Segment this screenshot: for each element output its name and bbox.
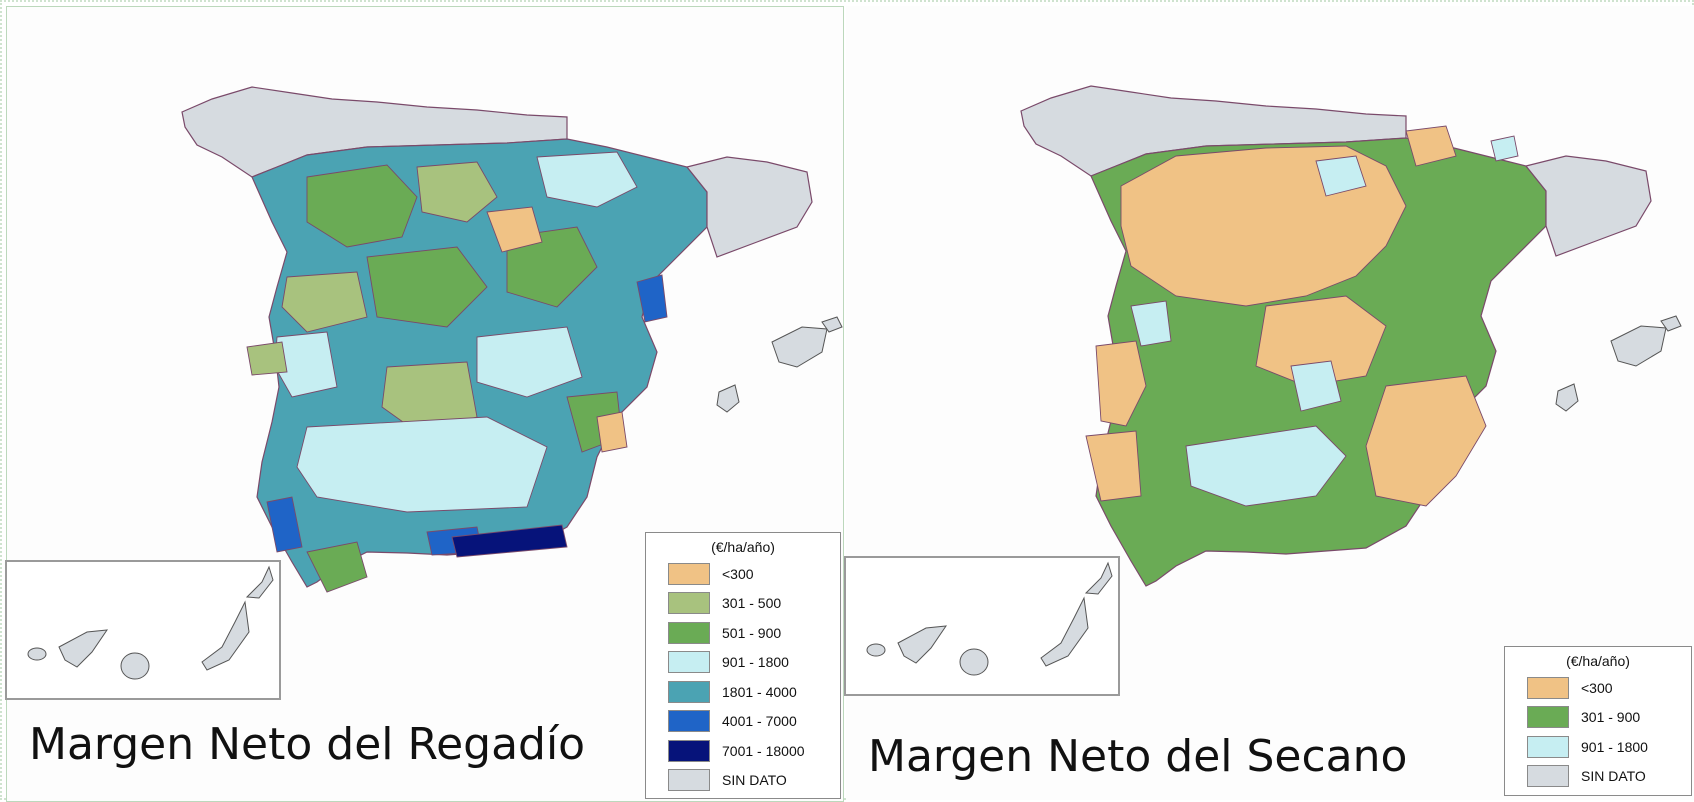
- ibiza: [1555, 383, 1579, 412]
- legend-unit: (€/ha/año): [711, 539, 775, 555]
- catalonia-region: [1524, 155, 1652, 257]
- legend-swatch: [668, 710, 710, 733]
- balearic-islands-secano: [1555, 315, 1682, 412]
- zone-olive-1: [416, 161, 498, 223]
- legend-items: <300 301 - 500 501 - 900 901 - 1800 1801 - 4…: [646, 559, 840, 795]
- canary-islands-inset-secano: [844, 556, 1120, 696]
- mallorca: [771, 326, 828, 368]
- legend-label: <300: [722, 565, 754, 582]
- legend-swatch: [668, 562, 710, 585]
- zone-light-2: [476, 326, 583, 398]
- peninsula-regadio: [181, 86, 813, 593]
- zone-peach-2: [596, 411, 628, 453]
- map-panel-regadio: (€/ha/año) <300 301 - 500 501 - 900 901 - 1…: [5, 6, 844, 802]
- zone-light-north: [1315, 155, 1367, 197]
- map-title: Margen Neto del Secano: [868, 731, 1408, 782]
- zone-green-1: [306, 164, 418, 248]
- zone-light-center: [1290, 360, 1342, 412]
- menorca: [821, 316, 843, 333]
- zone-peach-central: [1255, 295, 1387, 387]
- legend-item: 301 - 900: [1505, 703, 1691, 733]
- legend-regadio: (€/ha/año) <300 301 - 500 501 - 900 901 - 1…: [645, 532, 841, 799]
- zone-olive-4: [246, 341, 288, 376]
- legend-item: 301 - 500: [646, 589, 840, 619]
- legend-swatch: [668, 739, 710, 762]
- legend-item: SIN DATO: [1505, 762, 1691, 792]
- legend-label: 501 - 900: [722, 624, 782, 641]
- legend-item: <300: [646, 559, 840, 589]
- legend-label: 301 - 900: [1581, 709, 1641, 726]
- legend-label: 4001 - 7000: [722, 713, 797, 730]
- legend-swatch: [1527, 706, 1569, 729]
- legend-item: 501 - 900: [646, 618, 840, 648]
- zone-peach-east: [1365, 375, 1487, 507]
- catalonia-region: [685, 156, 813, 258]
- zone-green-2: [366, 246, 488, 328]
- zone-navy-1: [451, 524, 568, 558]
- map-regadio: [181, 86, 843, 593]
- legend-label: 301 - 500: [722, 595, 782, 612]
- legend-label: 901 - 1800: [1581, 738, 1648, 755]
- zone-light-3: [296, 416, 548, 513]
- legend-swatch: [668, 592, 710, 615]
- legend-label: <300: [1581, 679, 1613, 696]
- legend-label: 7001 - 18000: [722, 742, 805, 759]
- legend-label: SIN DATO: [1581, 768, 1646, 785]
- zone-light-northeast: [1490, 135, 1519, 162]
- zone-blue-1: [636, 274, 668, 323]
- canary-islands-map: [27, 565, 274, 680]
- peninsula-secano: [1020, 85, 1652, 587]
- mallorca: [1610, 325, 1667, 367]
- legend-item: 901 - 1800: [646, 648, 840, 678]
- legend-item: 1801 - 4000: [646, 677, 840, 707]
- legend-unit: (€/ha/año): [1566, 653, 1630, 669]
- map-secano: [1020, 85, 1682, 587]
- legend-item: 4001 - 7000: [646, 707, 840, 737]
- legend-swatch: [668, 621, 710, 644]
- legend-swatch: [1527, 676, 1569, 699]
- balearic-islands-regadio: [716, 316, 843, 413]
- legend-item: <300: [1505, 673, 1691, 703]
- zone-olive-2: [281, 271, 368, 333]
- zone-light-1: [536, 151, 638, 208]
- legend-swatch: [1527, 735, 1569, 758]
- legend-item: 7001 - 18000: [646, 736, 840, 766]
- zone-peach-west: [1095, 340, 1147, 427]
- legend-label: SIN DATO: [722, 772, 787, 789]
- zone-peach-northeast: [1405, 125, 1457, 167]
- canary-islands-inset-regadio: [5, 560, 281, 700]
- menorca: [1660, 315, 1682, 332]
- zone-peach-southwest: [1085, 430, 1142, 502]
- zone-peach-1: [486, 206, 543, 253]
- legend-swatch: [1527, 765, 1569, 788]
- canary-islands-map: [866, 561, 1113, 676]
- zone-blue-2: [266, 496, 303, 553]
- ibiza: [716, 384, 740, 413]
- legend-swatch: [668, 680, 710, 703]
- legend-label: 1801 - 4000: [722, 683, 797, 700]
- legend-swatch: [668, 769, 710, 792]
- legend-label: 901 - 1800: [722, 654, 789, 671]
- legend-swatch: [668, 651, 710, 674]
- zone-light-west: [1130, 300, 1172, 347]
- zone-green-5: [306, 541, 368, 593]
- legend-item: SIN DATO: [646, 766, 840, 796]
- zone-green-3: [506, 226, 598, 308]
- zone-light-south: [1185, 425, 1347, 507]
- legend-item: 901 - 1800: [1505, 732, 1691, 762]
- map-title: Margen Neto del Regadío: [29, 719, 586, 770]
